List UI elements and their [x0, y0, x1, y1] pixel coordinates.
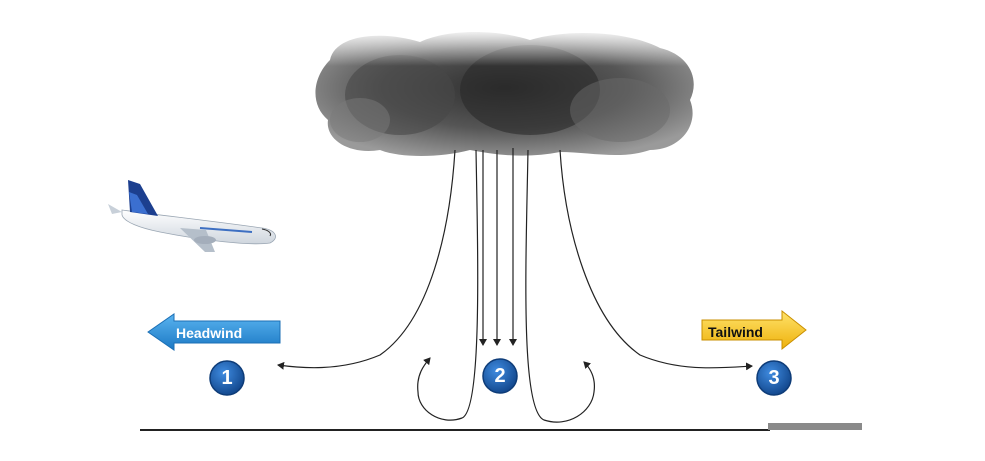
phase-number-3: 3: [768, 367, 780, 389]
phase-badge-1: [209, 360, 245, 396]
recirculation-left-line: [417, 149, 479, 421]
airflow-lines: [277, 148, 753, 423]
tailwind-label: Tailwind: [708, 324, 763, 340]
outflow-right-line: [559, 149, 753, 371]
phase-number-2: 2: [494, 365, 506, 387]
headwind-arrow: [147, 313, 281, 351]
phase-number-1: 1: [221, 367, 233, 389]
runway-segment: [768, 423, 862, 430]
recirculation-right-line: [525, 149, 595, 423]
tailwind-arrow: [701, 309, 807, 351]
airliner-icon: [108, 180, 276, 252]
phase-badge-3: [756, 360, 792, 396]
outflow-left-line: [277, 149, 456, 370]
headwind-label: Headwind: [176, 325, 243, 341]
storm-cloud-icon: [315, 28, 700, 156]
phase-badge-2: [482, 358, 518, 394]
